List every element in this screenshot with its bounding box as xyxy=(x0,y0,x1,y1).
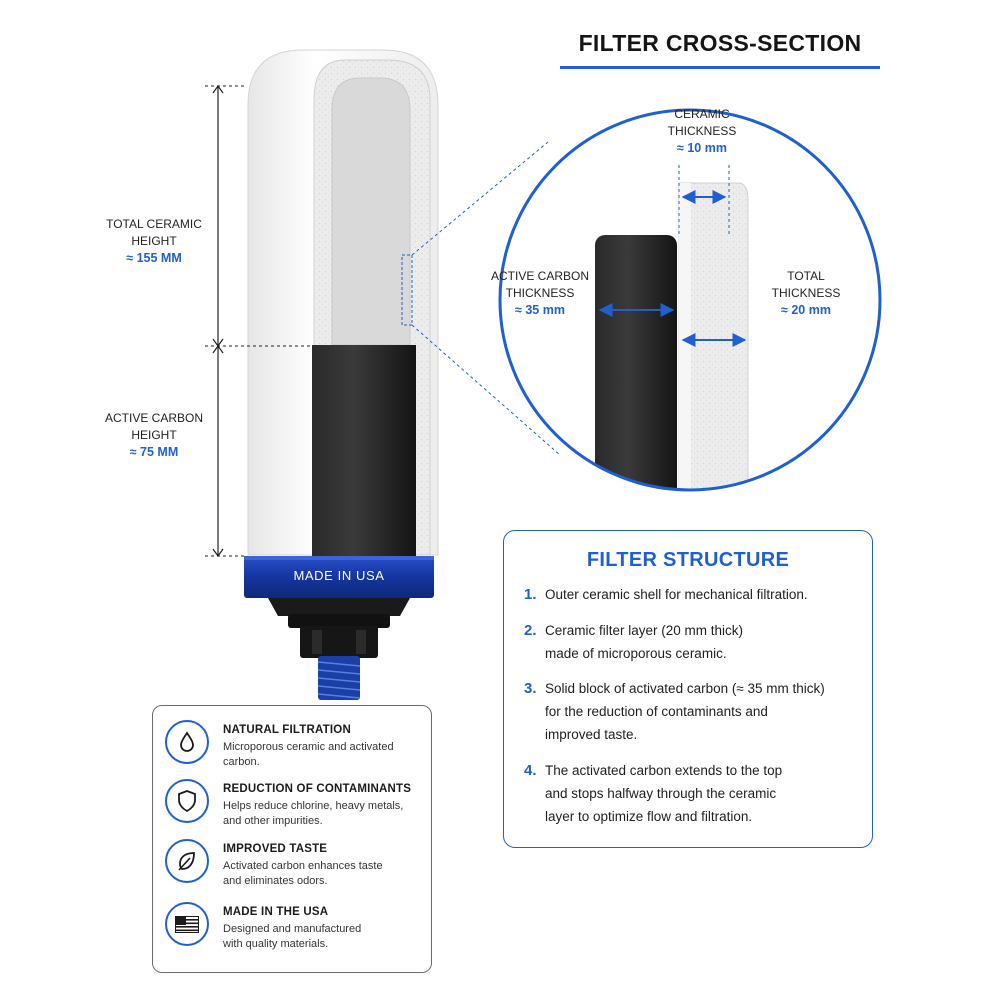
usa-flag-icon xyxy=(165,902,209,946)
page-title: FILTER CROSS-SECTION xyxy=(578,30,862,56)
structure-step: 4. The activated carbon extends to the t… xyxy=(524,759,859,828)
feature-item: IMPROVED TASTE Activated carbon enhances… xyxy=(165,833,425,893)
magnified-cross-section xyxy=(498,108,882,492)
cap-label: MADE IN USA xyxy=(293,568,385,583)
title-underline xyxy=(560,66,880,69)
filter-cap xyxy=(244,556,434,598)
ceramic-thickness-label: CERAMIC THICKNESS ≈ 10 mm xyxy=(637,106,767,157)
carbon-block xyxy=(312,345,416,557)
magnifier-connector xyxy=(401,141,561,456)
step-text: for the reduction of contaminants and xyxy=(545,704,768,719)
feature-description: Microporous ceramic and activated carbon… xyxy=(223,741,394,768)
step-number: 4. xyxy=(524,762,537,779)
carbon-height-value: ≈ 75 mm xyxy=(129,445,179,459)
carbon-height-dimension xyxy=(205,344,245,558)
structure-step: 1. Outer ceramic shell for mechanical fi… xyxy=(524,583,859,606)
total-thickness-value: ≈ 20 mm xyxy=(781,303,831,317)
step-number: 2. xyxy=(524,622,537,639)
total-thickness-label: TOTAL THICKNESS ≈ 20 mm xyxy=(741,268,871,319)
feature-description: Designed and manufactured with quality m… xyxy=(223,923,362,950)
feature-item: NATURAL FILTRATION Microporous ceramic a… xyxy=(165,714,425,774)
threaded-stem xyxy=(317,656,361,700)
structure-step: 2. Ceramic filter layer (20 mm thick) ma… xyxy=(524,619,859,665)
step-text: improved taste. xyxy=(545,727,638,742)
step-number: 1. xyxy=(524,586,537,603)
step-text: Outer ceramic shell for mechanical filtr… xyxy=(545,587,808,602)
feature-title: MADE IN THE USA xyxy=(223,906,329,918)
ceramic-height-label: TOTAL CERAMIC HEIGHT ≈ 155 mm xyxy=(94,216,214,267)
step-text: layer to optimize flow and filtration. xyxy=(545,809,753,824)
step-text: The activated carbon extends to the top xyxy=(545,763,783,778)
feature-item: MADE IN THE USA Designed and manufacture… xyxy=(165,896,425,956)
step-text: Solid block of activated carbon (≈ 35 mm… xyxy=(545,681,825,696)
leaf-icon xyxy=(165,839,209,883)
carbon-thickness-label: ACTIVE CARBON THICKNESS ≈ 35 mm xyxy=(475,268,605,319)
water-drop-icon xyxy=(165,720,209,764)
step-text: and stops halfway through the ceramic xyxy=(545,786,777,801)
step-text: made of microporous ceramic. xyxy=(545,646,727,661)
carbon-height-label: ACTIVE CARBON HEIGHT ≈ 75 mm xyxy=(94,410,214,461)
feature-description: Helps reduce chlorine, heavy metals, and… xyxy=(223,800,404,827)
feature-description: Activated carbon enhances taste and elim… xyxy=(223,860,383,887)
step-number: 3. xyxy=(524,680,537,697)
shield-icon xyxy=(165,779,209,823)
ceramic-height-value: ≈ 155 mm xyxy=(126,251,182,265)
features-panel: NATURAL FILTRATION Microporous ceramic a… xyxy=(152,705,432,973)
filter-base-fitting xyxy=(268,598,410,658)
carbon-thickness-value: ≈ 35 mm xyxy=(515,303,565,317)
feature-title: NATURAL FILTRATION xyxy=(223,724,351,736)
filter-structure-panel: FILTER STRUCTURE 1. Outer ceramic shell … xyxy=(503,530,873,848)
feature-title: IMPROVED TASTE xyxy=(223,843,328,855)
step-text: Ceramic filter layer (20 mm thick) xyxy=(545,623,744,638)
feature-title: REDUCTION OF CONTAMINANTS xyxy=(223,783,412,795)
filter-structure-title: FILTER STRUCTURE xyxy=(586,549,790,571)
structure-step: 3. Solid block of activated carbon (≈ 35… xyxy=(524,677,859,746)
feature-item: REDUCTION OF CONTAMINANTS Helps reduce c… xyxy=(165,773,425,833)
ceramic-thickness-value: ≈ 10 mm xyxy=(677,141,727,155)
